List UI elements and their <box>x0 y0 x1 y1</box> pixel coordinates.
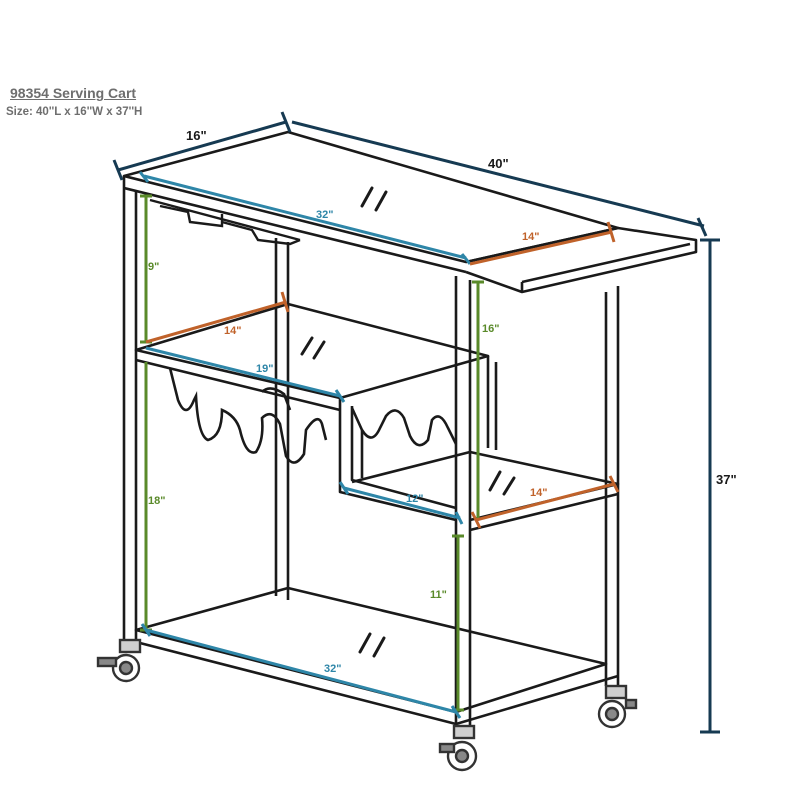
page-title: 98354 Serving Cart <box>10 85 137 101</box>
side-tray-outline <box>465 226 698 294</box>
dim-left-lower-height-label: 18" <box>148 495 165 507</box>
glass-rack <box>149 198 301 246</box>
dim-length-top: 40" <box>291 120 708 237</box>
cart-frame <box>122 130 698 726</box>
wheel-front-middle <box>438 724 478 772</box>
dim-mid-shelf-depth: 14" <box>145 291 290 344</box>
back-right-leg <box>604 286 620 686</box>
dim-height-total-label: 37" <box>716 472 737 487</box>
dim-width-top-label: 16" <box>186 128 207 143</box>
dim-top-shelf-length: 32" <box>138 171 472 265</box>
dim-upper-gap: 9" <box>140 194 159 344</box>
step-shelf-outline <box>351 450 620 522</box>
dim-width-top: 16" <box>112 111 292 181</box>
bottom-shelf-outline <box>134 586 608 714</box>
dim-bottom-shelf-length-label: 32" <box>324 663 341 675</box>
dim-length-top-label: 40" <box>488 156 509 171</box>
dim-step-shelf-depth-label: 14" <box>530 487 547 499</box>
dim-bottom-shelf-length: 32" <box>140 623 462 719</box>
dim-right-upper-height: 16" <box>472 280 499 520</box>
dim-upper-gap-label: 9" <box>148 261 159 273</box>
dim-step-shelf-depth: 14" <box>470 475 620 529</box>
dim-right-lower-height-label: 11" <box>430 589 447 601</box>
dim-mid-shelf-length-label: 19" <box>256 363 273 375</box>
dim-side-tray-depth: 14" <box>469 221 616 266</box>
dim-side-tray-depth-label: 14" <box>522 231 539 243</box>
wheel-front-left <box>96 638 142 683</box>
dim-height-total: 37" <box>700 238 737 734</box>
dim-mid-shelf-depth-label: 14" <box>224 325 241 337</box>
dim-step-shelf-length-label: 12" <box>406 493 423 505</box>
middle-shelf-outline <box>134 302 490 400</box>
dim-right-upper-height-label: 16" <box>482 323 499 335</box>
wheel-back-right <box>597 684 638 729</box>
dim-left-lower-height: 18" <box>140 362 165 632</box>
front-middle-leg <box>454 276 472 726</box>
wheels <box>96 638 638 772</box>
dim-step-shelf-length: 12" <box>338 481 464 525</box>
left-front-leg <box>122 188 138 648</box>
size-subtitle: Size: 40''L x 16''W x 37''H <box>6 106 143 118</box>
top-shelf-outline <box>122 130 620 264</box>
wine-rack <box>168 367 458 478</box>
glass-marks <box>300 186 516 658</box>
dim-mid-shelf-length: 19" <box>145 346 346 403</box>
dim-top-shelf-length-label: 32" <box>316 209 333 221</box>
